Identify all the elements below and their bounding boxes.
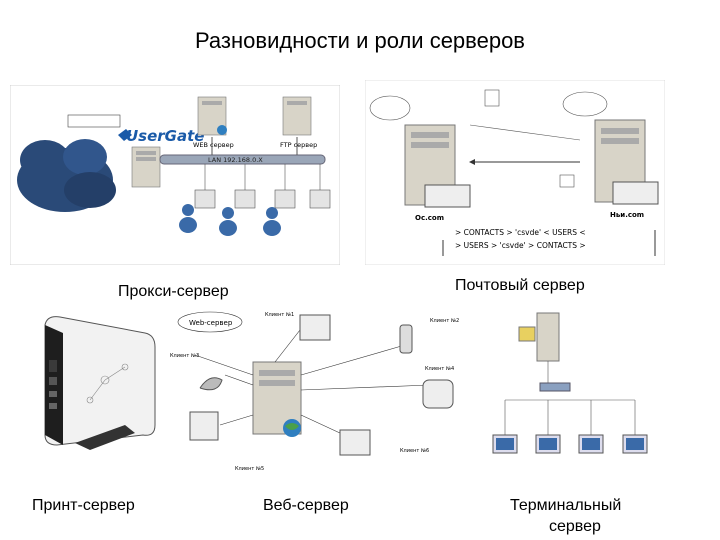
- right-domain: Ньи.com: [610, 211, 644, 219]
- web-server-label: WEB сервер: [193, 141, 234, 149]
- proxy-diagram: UserGate WEB сервер FTP сервер LAN 192.1…: [9, 84, 341, 266]
- print-caption: Принт-сервер: [32, 497, 135, 514]
- usergate-brand: UserGate: [126, 127, 204, 145]
- web-server-bubble: Web-сервер: [189, 319, 233, 327]
- client-2-label: Клиент №2: [430, 318, 459, 324]
- proxy-caption: Прокси-сервер: [118, 283, 229, 300]
- web-caption: Веб-сервер: [263, 497, 349, 514]
- user-icons: [179, 204, 281, 236]
- mail-diagram: Oc.com Ньи.com > CONTACTS > 'csvde' < US…: [364, 79, 666, 266]
- client-6-label: Клиент №6: [400, 448, 429, 454]
- usergate-logo-icon: [118, 129, 132, 141]
- terminal-diagram: [485, 305, 665, 480]
- lan-bar: [159, 154, 326, 165]
- ftp-server-label: FTP сервер: [280, 141, 317, 149]
- print-server-device: [35, 305, 160, 455]
- terminal-caption-line-2: сервер: [549, 518, 601, 535]
- client-5-label: Клиент №5: [235, 466, 264, 472]
- right-mail-server-icon: [594, 119, 659, 205]
- proxy-server-icon: [131, 146, 161, 188]
- csvde-row-1: > CONTACTS > 'csvde' < USERS <: [455, 228, 586, 237]
- web-diagram: Web-сервер Клиент №1 Клиент №2 Клиент №3…: [165, 300, 470, 480]
- client-4-label: Клиент №4: [425, 366, 454, 372]
- left-domain: Oc.com: [415, 214, 444, 222]
- lan-label: LAN 192.168.0.X: [208, 156, 263, 164]
- terminal-caption-line-1: Терминальный: [510, 497, 622, 514]
- client-1-label: Клиент №1: [265, 312, 294, 318]
- client-3-label: Клиент №3: [170, 353, 199, 359]
- csvde-row-2: > USERS > 'csvde' > CONTACTS >: [455, 241, 586, 250]
- internet-cloud-icon: [17, 139, 116, 212]
- slide-title: Разновидности и роли серверов: [194, 28, 525, 53]
- terminal-server-icon: [518, 312, 560, 362]
- left-mail-server-icon: [404, 124, 471, 208]
- client-workstations: [194, 164, 331, 209]
- globe-icon: [283, 419, 301, 437]
- ftp-server-icon: [282, 96, 312, 136]
- mail-caption: Почтовый сервер: [455, 277, 585, 294]
- web-server-icon: [197, 96, 227, 136]
